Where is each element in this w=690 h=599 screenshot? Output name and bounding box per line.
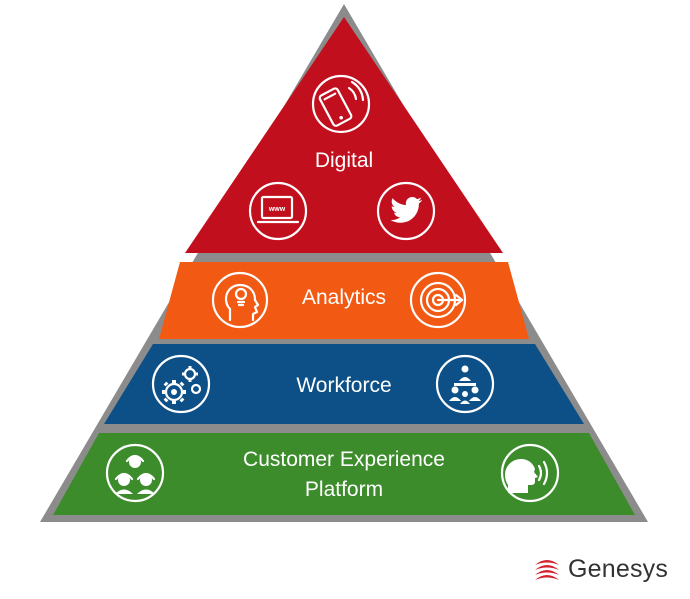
twitter-bird-icon xyxy=(376,181,436,241)
tier-analytics-band xyxy=(159,262,529,339)
speaking-head-icon xyxy=(500,443,560,503)
tier-platform-band xyxy=(53,433,635,515)
tier-label-digital: Digital xyxy=(315,149,373,172)
tier-label-platform-line1: Customer Experience xyxy=(243,448,445,471)
tier-label-analytics: Analytics xyxy=(302,286,386,309)
target-icon xyxy=(409,271,467,329)
smartphone-icon xyxy=(311,74,371,134)
tier-label-platform-line2: Platform xyxy=(305,478,383,501)
genesys-logo-icon xyxy=(535,560,559,580)
headset-agents-icon xyxy=(105,443,165,503)
genesys-logo: Genesys xyxy=(532,553,668,585)
tier-digital-band xyxy=(185,17,503,253)
team-icon xyxy=(435,354,495,414)
svg-text:www: www xyxy=(268,206,286,213)
tier-label-workforce: Workforce xyxy=(296,374,391,397)
lightbulb-head-icon xyxy=(211,271,269,329)
gears-icon xyxy=(151,354,211,414)
web-browser-icon: www xyxy=(248,181,308,241)
genesys-logo-text: Genesys xyxy=(568,554,669,583)
